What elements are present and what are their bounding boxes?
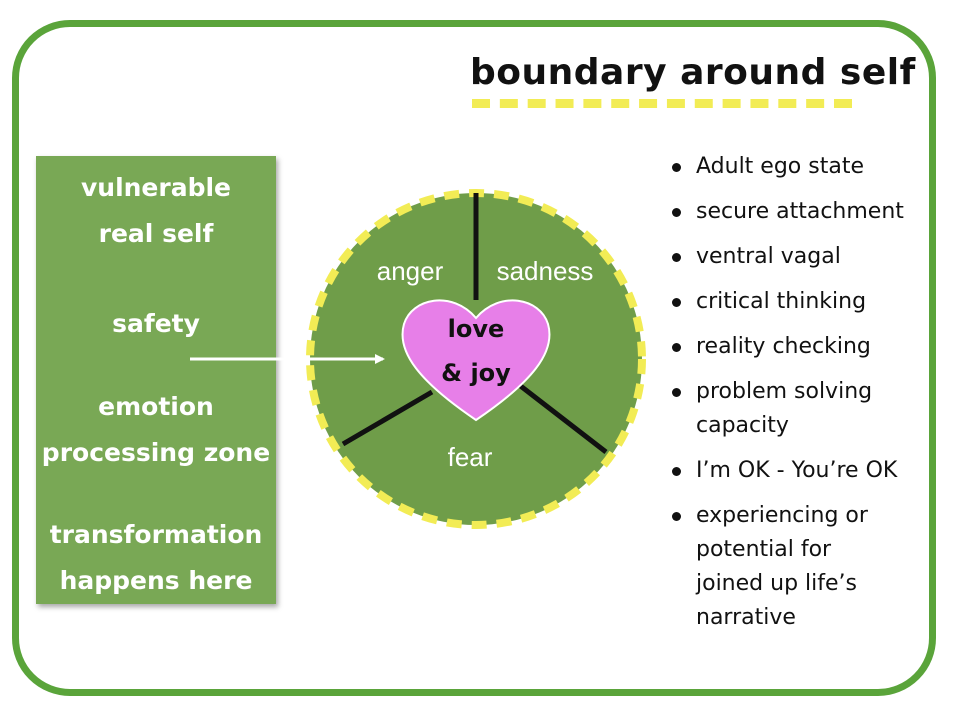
diagram-title: boundary around self <box>470 52 916 93</box>
outer-frame <box>12 20 936 696</box>
list-item: experiencing or potential for joined up … <box>668 499 953 635</box>
heart-label-love: love <box>448 315 505 343</box>
title-dashed-underline <box>472 99 852 108</box>
list-item: secure attachment <box>668 195 953 229</box>
list-item-text: reality checking <box>696 334 871 359</box>
list-item: reality checking <box>668 330 953 364</box>
segment-label-anger: anger <box>377 256 444 286</box>
list-item-text: critical thinking <box>696 289 867 314</box>
list-item-text: narrative <box>696 605 796 630</box>
segment-label-sadness: sadness <box>497 256 594 286</box>
list-item-text: experiencing or <box>696 503 868 528</box>
segment-label-fear: fear <box>448 442 493 472</box>
list-item-text: Adult ego state <box>696 154 864 179</box>
list-item-text: capacity <box>696 413 789 438</box>
left-panel-line-processing-zone: processing zone <box>41 438 271 467</box>
left-panel-line-real-self: real self <box>98 219 214 248</box>
left-panel-line-happens-here: happens here <box>59 566 253 595</box>
list-item-text: problem solving <box>696 379 873 404</box>
left-panel-line-transformation: transformation <box>49 520 263 549</box>
list-item-text: secure attachment <box>696 199 904 224</box>
list-item-text: ventral vagal <box>696 244 841 269</box>
list-item: ventral vagal <box>668 240 953 274</box>
list-item-text: joined up life’s <box>696 571 857 596</box>
left-panel <box>36 156 276 604</box>
list-item: I’m OK - You’re OK <box>668 454 953 488</box>
list-item: Adult ego state <box>668 150 953 184</box>
list-item-text: I’m OK - You’re OK <box>696 458 898 483</box>
heart-icon <box>401 299 551 422</box>
left-panel-line-safety: safety <box>112 309 200 338</box>
list-item: critical thinking <box>668 285 953 319</box>
left-panel-line-emotion: emotion <box>98 392 214 421</box>
list-item-text: potential for <box>696 537 832 562</box>
heart-label-joy: & joy <box>441 359 511 387</box>
attributes-list: Adult ego state secure attachment ventra… <box>668 150 953 646</box>
divider-line-right <box>516 382 608 454</box>
left-panel-line-vulnerable: vulnerable <box>80 173 232 202</box>
divider-line-left <box>341 389 434 447</box>
list-item: problem solving capacity <box>668 375 953 443</box>
